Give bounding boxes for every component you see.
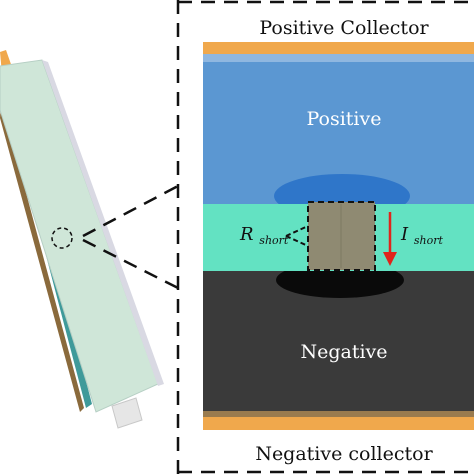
callout-lines: [82, 184, 179, 290]
cell-body: [0, 59, 159, 413]
r-short-subscript: short: [259, 234, 289, 247]
negative-collector-layer: [203, 417, 474, 430]
positive-collector-layer: [203, 42, 474, 54]
cross-section-view: Positive Collector Positive Negative Neg…: [203, 17, 474, 465]
i-short-main: I: [400, 224, 409, 245]
r-short-pointer: [285, 225, 309, 247]
callout-frame: [176, 0, 474, 474]
r-short-main: R: [239, 224, 254, 245]
short-circuit-spot-marker: [51, 227, 73, 249]
i-short-subscript: short: [414, 234, 444, 247]
short-current-arrow: [383, 212, 397, 266]
negative-collector-label: Negative collector: [255, 443, 433, 465]
battery-cell: [0, 50, 164, 429]
positive-collector-shine: [203, 54, 474, 62]
positive-label: Positive: [307, 108, 382, 130]
callout-line-upper: [82, 184, 179, 238]
r-short-label: R short: [239, 224, 289, 247]
cell-bottom-tab: [111, 397, 143, 429]
callout-line-lower: [82, 238, 179, 290]
cell-back-layer-brown: [0, 100, 84, 412]
positive-collector-label: Positive Collector: [259, 17, 429, 39]
i-short-label: I short: [400, 224, 443, 247]
cell-right-edge: [42, 60, 164, 386]
negative-label: Negative: [300, 341, 387, 363]
negative-collector-edge: [203, 411, 474, 417]
